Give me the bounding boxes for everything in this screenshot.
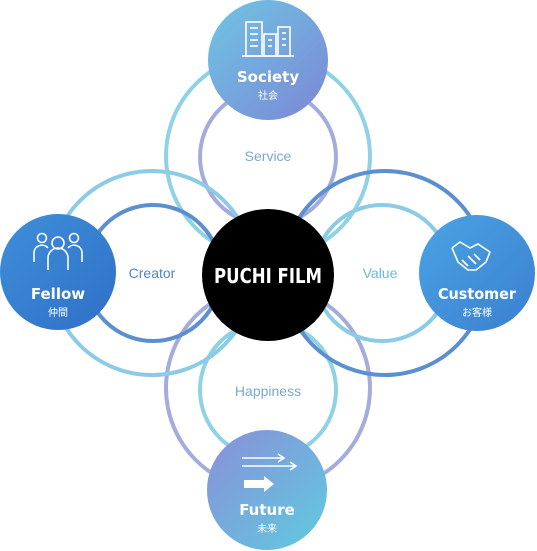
society-label: Society <box>237 68 299 86</box>
customer-sub: お客様 <box>462 306 492 319</box>
ring-label-service: Service <box>245 148 292 164</box>
future-circle <box>207 430 327 550</box>
center-label: PUCHI FILM <box>214 264 322 288</box>
customer-circle <box>419 215 535 331</box>
node-fellow: Fellow 仲間 <box>0 214 116 330</box>
node-customer: Customer お客様 <box>419 215 535 331</box>
ring-label-value: Value <box>363 265 398 281</box>
fellow-sub: 仲間 <box>48 306 68 319</box>
node-society: Society 社会 <box>208 0 328 120</box>
center-node: PUCHI FILM <box>202 209 334 341</box>
people-icon <box>33 232 83 270</box>
buildings-icon <box>242 21 294 57</box>
ring-label-happiness: Happiness <box>235 383 301 399</box>
ring-label-creator: Creator <box>129 265 176 281</box>
society-sub: 社会 <box>258 89 278 102</box>
future-label: Future <box>239 501 295 519</box>
node-future: Future 未来 <box>207 430 327 550</box>
arrows-right-icon <box>242 453 298 492</box>
fellow-label: Fellow <box>31 285 85 303</box>
handshake-icon <box>451 241 491 271</box>
customer-label: Customer <box>438 285 517 303</box>
society-circle <box>208 0 328 120</box>
center-circle <box>202 209 334 341</box>
fellow-circle <box>0 214 116 330</box>
future-sub: 未来 <box>257 523 277 535</box>
